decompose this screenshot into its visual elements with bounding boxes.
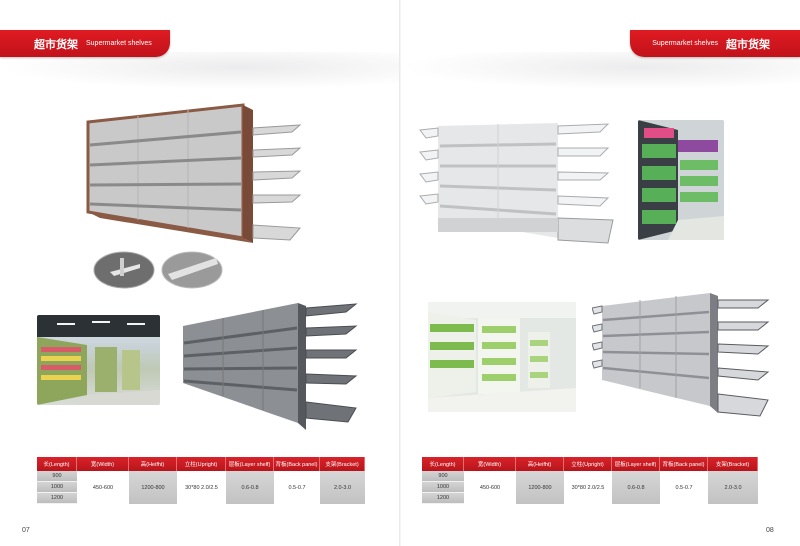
layer-shelf-value: 0.6-0.8	[226, 471, 274, 504]
length-values: 900 1000 1200	[422, 471, 464, 504]
col-layer-shelf: 层板(Layer shelf)	[612, 457, 660, 471]
bracket-value: 2.0-3.0	[320, 471, 365, 504]
height-value: 1200-800	[129, 471, 177, 504]
header-title-en: Supermarket shelves	[86, 40, 152, 47]
header-title-en: Supermarket shelves	[652, 40, 718, 47]
back-panel-value: 0.5-0.7	[274, 471, 320, 504]
col-length: 长(Length)	[422, 457, 464, 471]
col-bracket: 支架(Bracket)	[320, 457, 365, 471]
spec-table-row: 900 1000 1200 450-600 1200-800 30*80 2.0…	[37, 471, 365, 504]
width-value: 450-600	[464, 471, 516, 504]
width-value: 450-600	[77, 471, 129, 504]
layer-shelf-value: 0.6-0.8	[612, 471, 660, 504]
page-left: 超市货架 Supermarket shelves	[0, 30, 400, 534]
header-backdrop	[400, 52, 800, 90]
bracket-value: 2.0-3.0	[708, 471, 758, 504]
shelf-photo-brown-gondola	[86, 103, 302, 243]
length-900: 900	[37, 471, 77, 482]
col-layer-shelf: 层板(Layer shelf)	[226, 457, 274, 471]
header-title-zh: 超市货架	[726, 37, 770, 51]
length-900: 900	[422, 471, 464, 482]
bracket-closeup-photo-2	[161, 251, 223, 289]
col-upright: 立柱(Upright)	[564, 457, 612, 471]
page-right: Supermarket shelves 超市货架	[400, 0, 800, 546]
col-back-panel: 背板(Back panel)	[274, 457, 320, 471]
header-bar-right: Supermarket shelves 超市货架	[630, 30, 800, 57]
page-fold	[399, 0, 401, 546]
col-upright: 立柱(Upright)	[177, 457, 226, 471]
col-width: 宽(Width)	[464, 457, 516, 471]
header-backdrop	[0, 52, 400, 90]
back-panel-value: 0.5-0.7	[660, 471, 708, 504]
shelf-photo-white-gondola	[419, 123, 614, 244]
shelf-photo-grey-gondola	[592, 293, 770, 417]
upright-value: 30*80 2.0/2.5	[177, 471, 226, 504]
store-photo-bottom-left	[428, 302, 576, 412]
col-height: 高(Heifht)	[129, 457, 177, 471]
header-title-zh: 超市货架	[34, 37, 78, 51]
page-number-left: 07	[22, 527, 30, 534]
page-number-right: 08	[766, 527, 774, 534]
col-back-panel: 背板(Back panel)	[660, 457, 708, 471]
header-bar-left: 超市货架 Supermarket shelves	[0, 30, 170, 57]
spec-table-header: 长(Length) 宽(Width) 高(Heifht) 立柱(Upright)…	[37, 457, 365, 471]
col-bracket: 支架(Bracket)	[708, 457, 758, 471]
spec-table-header: 长(Length) 宽(Width) 高(Heifht) 立柱(Upright)…	[422, 457, 758, 471]
bracket-closeup-photo-1	[93, 251, 155, 289]
length-1000: 1000	[37, 482, 77, 493]
col-height: 高(Heifht)	[516, 457, 564, 471]
length-1200: 1200	[422, 493, 464, 504]
upright-value: 30*80 2.0/2.5	[564, 471, 612, 504]
length-1000: 1000	[422, 482, 464, 493]
spec-table-row: 900 1000 1200 450-600 1200-800 30*80 2.0…	[422, 471, 758, 504]
spec-table-left: 长(Length) 宽(Width) 高(Heifht) 立柱(Upright)…	[37, 457, 365, 504]
length-1200: 1200	[37, 493, 77, 504]
col-length: 长(Length)	[37, 457, 77, 471]
store-photo-left	[37, 315, 160, 405]
length-values: 900 1000 1200	[37, 471, 77, 504]
shelf-photo-dark-gondola	[183, 303, 358, 430]
spec-table-right: 长(Length) 宽(Width) 高(Heifht) 立柱(Upright)…	[422, 457, 758, 504]
store-photo-top-right	[638, 120, 724, 240]
height-value: 1200-800	[516, 471, 564, 504]
col-width: 宽(Width)	[77, 457, 129, 471]
